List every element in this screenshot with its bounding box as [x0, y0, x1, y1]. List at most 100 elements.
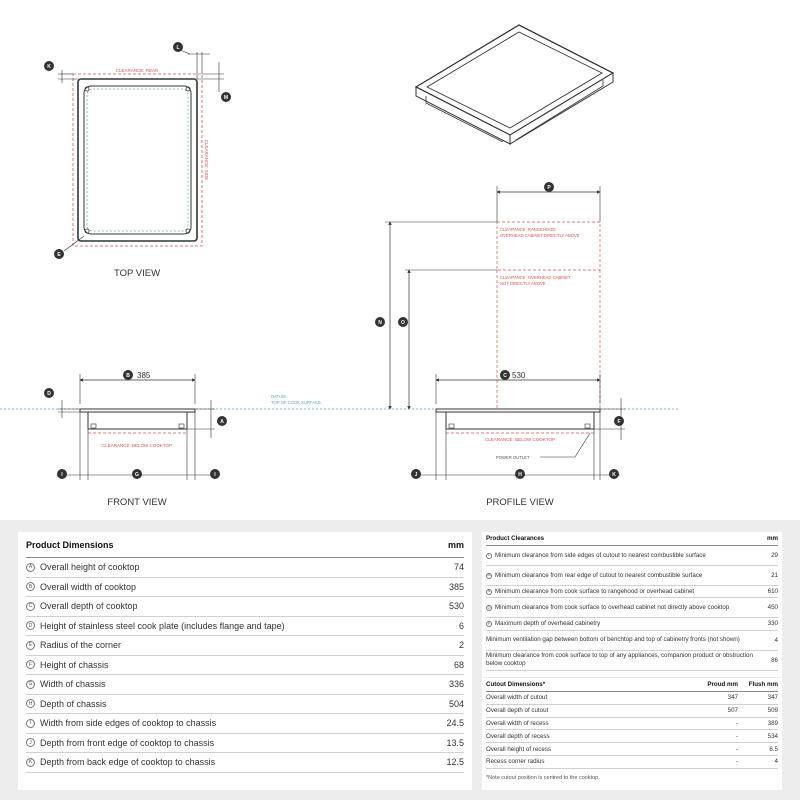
- front-view-title: FRONT VIEW: [107, 497, 166, 508]
- callout-b: B: [123, 370, 133, 380]
- chassis: [87, 411, 188, 430]
- flush-value: 509: [767, 707, 778, 715]
- svg-text:G: G: [135, 472, 139, 478]
- table-header: Product Dimensions mm: [26, 532, 464, 558]
- cooktop-inner: [83, 85, 192, 235]
- callout-k-top: K: [44, 61, 54, 71]
- flush-value: 534: [767, 732, 778, 740]
- key-badge: J: [26, 738, 35, 748]
- row-label: Depth from front edge of cooktop to chas…: [40, 737, 215, 748]
- row-value: 12.5: [446, 757, 464, 768]
- table-row: K Depth from back edge of cooktop to chas…: [26, 753, 464, 773]
- table-row: Recess corner radius-4: [486, 756, 778, 769]
- row-label: Depth from back edge of cooktop to chass…: [40, 757, 216, 768]
- flush-value: 347: [767, 694, 778, 702]
- cutout-dimensions-title: Cutout Dimensions*: [486, 681, 546, 688]
- proud-value: 347: [727, 694, 738, 702]
- row-label: Minimum clearance from cook surface to r…: [495, 587, 695, 595]
- row-label: Maximum depth of overhead cabinetry: [495, 620, 601, 628]
- proud-column-header: Proud mm: [707, 681, 738, 688]
- key-badge: F: [26, 660, 35, 670]
- callout-m: M: [221, 92, 231, 102]
- callout-o: O: [398, 317, 408, 327]
- row-value: 21: [771, 572, 778, 579]
- svg-text:F: F: [617, 419, 620, 425]
- row-label: Width from side edges of cooktop to chas…: [40, 718, 217, 729]
- svg-text:E: E: [57, 252, 61, 258]
- svg-text:N: N: [378, 320, 382, 326]
- row-value: 24.5: [446, 718, 464, 729]
- key-badge: D: [26, 621, 35, 631]
- profile-view: CLEARANCE: RANGEHOOD, OVERHEAD CABINET D…: [385, 186, 625, 508]
- key-badge: C: [26, 601, 35, 611]
- row-label: Overall depth of cutout: [486, 707, 549, 715]
- key-badge: E: [26, 640, 35, 650]
- key-badge: G: [26, 679, 35, 689]
- row-label: Radius of the corner: [40, 640, 122, 651]
- callout-g: G: [132, 469, 142, 479]
- callout-i-right: I: [210, 469, 220, 479]
- callout-e: E: [54, 249, 64, 259]
- key-badge: L: [486, 552, 492, 559]
- row-label: Width of chassis: [40, 679, 106, 690]
- row-label: Overall height of cooktop: [40, 562, 140, 573]
- svg-text:B: B: [126, 373, 130, 379]
- callout-i-left: I: [57, 469, 67, 479]
- profile-chassis: [445, 411, 595, 430]
- dim-c-value: 530: [512, 371, 526, 380]
- clearance-cabinet-sub: NOT DIRECTLY ABOVE: [500, 281, 546, 286]
- cutout-dimensions-table: Cutout Dimensions* Proud mm Flush mm Ove…: [482, 678, 782, 790]
- product-dimensions-title: Product Dimensions: [26, 539, 114, 550]
- svg-text:J: J: [415, 472, 418, 478]
- clearance-cabinet-label: CLEARANCE: OVERHEAD CABINET: [500, 275, 571, 280]
- row-value: 504: [448, 698, 464, 709]
- row-value: 385: [448, 581, 464, 592]
- row-label: Height of stainless steel cook plate (in…: [40, 620, 285, 631]
- svg-text:K: K: [612, 472, 616, 478]
- table-header: Cutout Dimensions* Proud mm Flush mm: [486, 678, 778, 692]
- key-badge: K: [26, 757, 35, 767]
- table-row: D Height of stainless steel cook plate (i…: [26, 617, 464, 636]
- technical-drawing: CLEARANCE: REAR CLEARANCE: SIDE TOP VIEW…: [0, 24, 680, 508]
- product-clearances-title: Product Clearances: [486, 535, 545, 542]
- table-row: Overall height of recess-6.5: [486, 743, 778, 756]
- cooktop-inner-2: [86, 88, 189, 232]
- key-badge: H: [26, 699, 35, 709]
- row-value: 86: [771, 656, 778, 664]
- proud-value: 507: [727, 707, 738, 715]
- clearance-below-front: CLEARANCE: BELOW COOKTOP: [102, 443, 172, 448]
- svg-text:A: A: [220, 419, 224, 425]
- table-row: Minimum clearance from cook surface to t…: [486, 651, 778, 671]
- callout-k-profile: K: [609, 469, 619, 479]
- proud-value: -: [735, 745, 738, 753]
- row-value: 530: [448, 601, 464, 612]
- key-badge: M: [486, 572, 492, 579]
- proud-value: -: [735, 732, 738, 740]
- svg-text:D: D: [47, 391, 51, 397]
- profile-view-title: PROFILE VIEW: [486, 497, 554, 508]
- svg-text:I: I: [61, 472, 63, 478]
- key-badge: N: [486, 588, 492, 595]
- row-value: 330: [767, 620, 778, 628]
- table-row: H Depth of chassis 504: [26, 695, 464, 714]
- isometric-view: [414, 24, 615, 145]
- clearance-side-label: CLEARANCE: SIDE: [204, 140, 209, 181]
- key-badge: B: [26, 582, 35, 592]
- callout-h: H: [515, 469, 525, 479]
- datum-sub-label: TOP OF COOK SURFACE: [271, 400, 321, 405]
- row-label: Depth of chassis: [40, 698, 107, 709]
- clearance-below-profile: CLEARANCE: BELOW COOKTOP: [485, 437, 555, 442]
- row-label: Overall depth of recess: [486, 732, 550, 740]
- proud-value: -: [735, 758, 738, 766]
